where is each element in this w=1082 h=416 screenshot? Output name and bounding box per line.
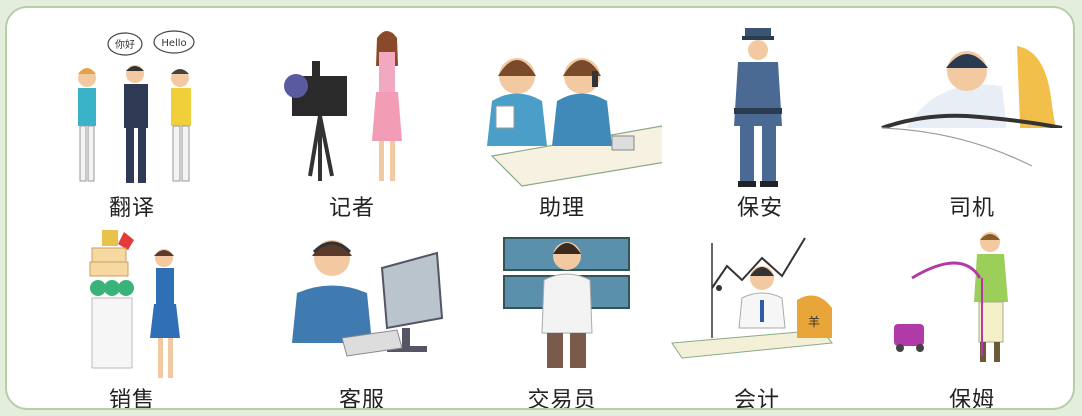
cell-driver: 司机	[872, 16, 1072, 221]
cell-trader: 交易员	[462, 218, 662, 410]
cell-translator: 你好 Hello 翻译	[32, 16, 232, 221]
label-sales: 销售	[108, 388, 155, 410]
translator-illustration: 你好 Hello	[78, 30, 195, 183]
label-housekeeper: 保姆	[948, 388, 995, 410]
security-guard-illustration	[734, 28, 782, 187]
label-customer-service: 客服	[338, 388, 385, 410]
cell-customer-service: 客服	[262, 218, 462, 410]
label-reporter: 记者	[328, 196, 375, 221]
reporter-illustration	[284, 31, 402, 181]
driver-illustration	[877, 46, 1067, 216]
label-translator: 翻译	[108, 196, 155, 221]
customer-service-illustration	[292, 240, 444, 357]
bubble-english: Hello	[161, 38, 186, 49]
label-trader: 交易员	[527, 388, 597, 410]
cell-sales: 销售	[32, 218, 232, 410]
bubble-chinese: 你好	[115, 38, 135, 51]
label-security-guard: 保安	[736, 196, 783, 221]
cell-housekeeper: 保姆	[872, 218, 1072, 410]
cell-reporter: 记者	[252, 16, 452, 221]
vocabulary-panel: 你好 Hello 翻译	[5, 6, 1075, 410]
cell-security-guard: 保安	[660, 16, 860, 221]
assistant-illustration	[487, 58, 662, 187]
accountant-illustration: 羊	[671, 237, 833, 359]
sales-illustration	[89, 230, 180, 378]
label-driver: 司机	[948, 196, 995, 221]
trader-illustration	[503, 237, 630, 368]
label-assistant: 助理	[538, 196, 585, 221]
housekeeper-illustration	[894, 232, 1008, 362]
cell-accountant: 羊 会计	[657, 218, 857, 410]
cell-assistant: 助理	[462, 16, 662, 221]
label-accountant: 会计	[733, 388, 780, 410]
money-bag-text: 羊	[808, 314, 820, 329]
